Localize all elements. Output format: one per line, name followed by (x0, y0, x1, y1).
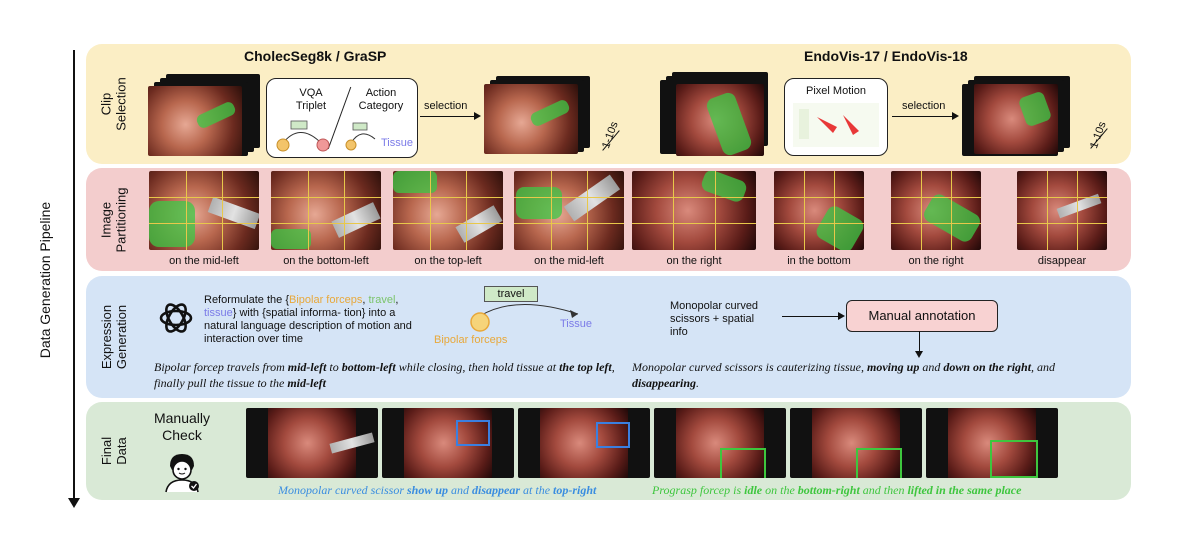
row-label-final-data: Final Data (99, 436, 129, 466)
final-frame-3 (518, 408, 650, 478)
partition-frame-8 (1017, 171, 1107, 250)
travel-relation-graph (470, 303, 579, 332)
manual-annotation-box: Manual annotation (846, 300, 998, 332)
left-expression-description: Bipolar forcep travels from mid-left to … (154, 360, 615, 390)
pixel-motion-flow-icon (793, 103, 879, 147)
partition-frame-3 (393, 171, 503, 250)
partition-caption-8: disappear (1037, 255, 1087, 267)
person-check-icon (165, 454, 199, 493)
expression-generation-panel (86, 276, 1131, 398)
tissue-label-small: Tissue (381, 137, 413, 149)
selection-label-right: selection (902, 100, 946, 112)
partition-caption-3: on the top-left (414, 255, 482, 267)
vqa-action-box: VQA Triplet Action Category Tissue (266, 78, 418, 158)
annotation-arrowhead-down (915, 351, 923, 358)
selection-arrowhead-left (474, 112, 481, 120)
partition-caption-5: on the right (666, 255, 722, 267)
vqa-triplet-label: VQA Triplet (295, 87, 327, 112)
dataset-title-right: EndoVis-17 / EndoVis-18 (804, 48, 968, 64)
partition-frame-4 (514, 171, 624, 250)
bipolar-forceps-label: Bipolar forceps (434, 334, 508, 346)
annotation-arrow-in (782, 316, 840, 317)
selection-arrow-right (892, 116, 954, 117)
action-graph-icon (345, 122, 376, 151)
chatgpt-logo-icon (159, 303, 193, 333)
selection-arrow-left (420, 116, 476, 117)
final-frame-4 (654, 408, 786, 478)
final-caption-left: Monopolar curved scissor show up and dis… (278, 483, 597, 497)
final-frame-5 (790, 408, 922, 478)
partition-caption-1: on the mid-left (169, 255, 239, 267)
manually-check-label: Manually Check (153, 410, 211, 443)
dataset-title-left: CholecSeg8k / GraSP (244, 48, 387, 64)
partition-frame-1 (149, 171, 259, 250)
pixel-motion-label: Pixel Motion (806, 85, 866, 97)
right-expression-description: Monopolar curved scissors is cauterizing… (632, 360, 1056, 390)
row-label-expression-generation: Expression Generation (99, 304, 130, 370)
action-category-label: Action Category (358, 87, 404, 112)
partition-caption-7: on the right (908, 255, 964, 267)
partition-frame-7 (891, 171, 981, 250)
triplet-graph-icon (276, 120, 330, 152)
pipeline-arrow-head (68, 498, 80, 508)
partition-frame-2 (271, 171, 381, 250)
pipeline-arrow-line (73, 50, 75, 502)
partition-caption-6: in the bottom (787, 255, 851, 267)
final-frame-2 (382, 408, 514, 478)
annotation-arrowhead-in (838, 312, 845, 320)
final-frame-1 (246, 408, 378, 478)
partition-frame-6 (774, 171, 864, 250)
final-frame-6 (926, 408, 1058, 478)
pixel-motion-box: Pixel Motion (784, 78, 888, 156)
selection-label-left: selection (424, 100, 468, 112)
partition-caption-4: on the mid-left (534, 255, 604, 267)
annotation-arrow-down (919, 331, 920, 353)
partition-caption-2: on the bottom-left (283, 255, 369, 267)
selection-arrowhead-right (952, 112, 959, 120)
final-caption-right: Prograsp forcep is idle on the bottom-ri… (652, 483, 1022, 497)
monopolar-info: Monopolar curved scissors + spatial info (670, 300, 759, 338)
travel-tag: travel (484, 286, 538, 302)
tissue-node-label: Tissue (560, 318, 592, 330)
reformulate-prompt: Reformulate the {Bipolar forceps, travel… (204, 294, 412, 345)
row-label-image-partitioning: Image Partitioning (99, 186, 130, 253)
partition-frame-5 (632, 171, 756, 250)
pipeline-label: Data Generation Pipeline (37, 201, 53, 359)
row-label-clip-selection: Clip Selection (99, 77, 130, 131)
